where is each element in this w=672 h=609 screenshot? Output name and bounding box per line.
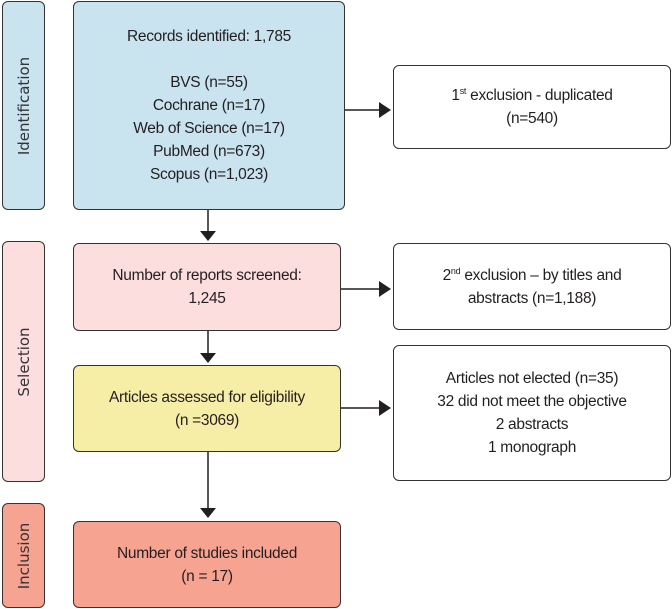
source-item: PubMed (n=673) — [153, 143, 265, 160]
source-item: Web of Science (n=17) — [133, 120, 285, 137]
exclusion-count: abstracts (n=1,188) — [467, 289, 597, 307]
stage-inclusion: Inclusion — [2, 503, 45, 608]
stage-identification: Identification — [2, 1, 45, 210]
stage-selection: Selection — [2, 241, 45, 482]
arrowhead — [379, 400, 391, 416]
ordinal: 2 — [442, 266, 452, 284]
exclusion-count: (n=540) — [506, 110, 558, 127]
exclusion-text: exclusion – by titles and — [460, 266, 622, 284]
exclusion-titles-box: 2nd exclusion – by titles and abstracts … — [393, 243, 671, 330]
box-count: (n =3069) — [174, 411, 240, 429]
arrowhead — [200, 231, 216, 241]
exclusion-line: 1 monograph — [487, 439, 577, 456]
arrowhead — [200, 353, 216, 363]
source-item: Cochrane (n=17) — [152, 97, 266, 114]
box-text: Articles assessed for eligibility — [109, 388, 305, 406]
source-item: BVS (n=55) — [170, 74, 248, 91]
exclusion-line: Articles not elected (n=35) — [445, 370, 619, 387]
eligibility-box: Articles assessed for eligibility (n =30… — [73, 365, 341, 452]
box-count: (n = 17) — [181, 567, 233, 585]
ordinal-suffix: nd — [450, 265, 461, 276]
reports-screened-box: Number of reports screened: 1,245 — [73, 243, 341, 331]
ordinal-suffix: st — [459, 85, 467, 96]
exclusion-not-elected-box: Articles not elected (n=35) 32 did not m… — [393, 345, 671, 481]
exclusion-line: 32 did not meet the objective — [437, 393, 627, 410]
arrowhead — [379, 102, 391, 118]
arrowhead — [200, 508, 216, 518]
studies-included-box: Number of studies included (n = 17) — [73, 521, 341, 608]
ordinal: 1 — [451, 87, 460, 104]
exclusion-line: 2 abstracts — [495, 416, 569, 433]
box-text: Number of reports screened: — [112, 267, 302, 284]
exclusion-duplicated-box: 1st exclusion - duplicated (n=540) — [393, 65, 671, 149]
box-count: 1,245 — [188, 290, 226, 307]
records-identified-box: Records identified: 1,785 BVS (n=55) Coc… — [73, 1, 345, 210]
source-item: Scopus (n=1,023) — [150, 166, 268, 183]
box-text: Number of studies included — [116, 544, 298, 562]
arrowhead — [379, 281, 391, 297]
records-identified-title: Records identified: 1,785 — [127, 28, 291, 45]
exclusion-text: exclusion - duplicated — [466, 87, 613, 104]
